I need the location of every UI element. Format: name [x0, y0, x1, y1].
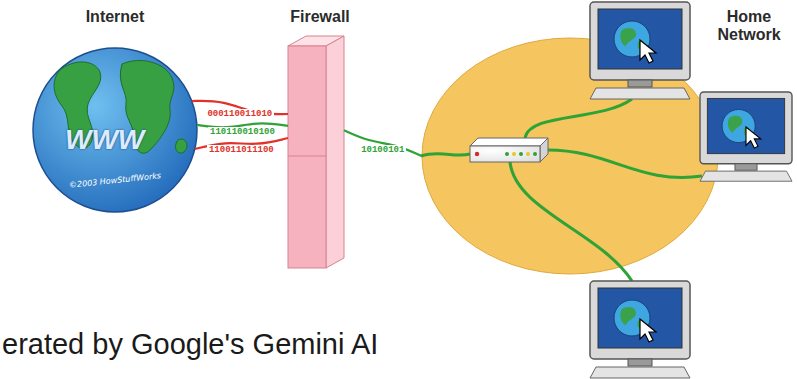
text-slot: erated by Google's Gemini AI — [2, 328, 378, 361]
copyright-note: ©2003 HowStuffWorks — [65, 171, 165, 190]
edge-label: 000110011010 — [205, 109, 274, 120]
text-slot: 110011011100 — [207, 138, 276, 156]
text-slot: ©2003 HowStuffWorks — [65, 171, 165, 190]
home-network-zone: Home Network — [420, 36, 720, 276]
network-oval — [422, 38, 718, 274]
text-slot: Home Network — [705, 8, 793, 45]
wall-side — [326, 36, 344, 268]
text-slot: Internet — [25, 8, 205, 26]
text-slot: Firewall — [280, 8, 360, 26]
wall-front — [288, 46, 326, 268]
wall-seam — [288, 156, 326, 157]
edge-label: 10100101 — [359, 145, 406, 156]
binary-stream — [344, 130, 422, 156]
firewall-wall-outline — [280, 6, 360, 276]
footer-note: erated by Google's Gemini AI — [2, 328, 378, 361]
edge-label: 110011011100 — [207, 145, 276, 156]
text-slot: WWW — [65, 124, 175, 156]
globe-text: WWW — [65, 124, 175, 156]
firewall-wall: Firewall — [280, 6, 360, 276]
text-slot: 000110011010 — [205, 102, 274, 120]
globe-outline — [33, 48, 197, 212]
internet-globe-outline — [25, 6, 205, 221]
home-network-zone-outline — [420, 36, 720, 276]
internet-globe: InternetWWW ©2003 HowStuffWorks — [25, 6, 205, 221]
text-slot: 110110010100 — [208, 120, 277, 138]
node-heading: Firewall — [280, 8, 360, 26]
text-slot: 10100101 — [359, 138, 406, 156]
node-heading: Home Network — [705, 8, 793, 45]
edge-label: 110110010100 — [208, 127, 277, 138]
router — [470, 138, 548, 162]
node-heading: Internet — [25, 8, 205, 26]
